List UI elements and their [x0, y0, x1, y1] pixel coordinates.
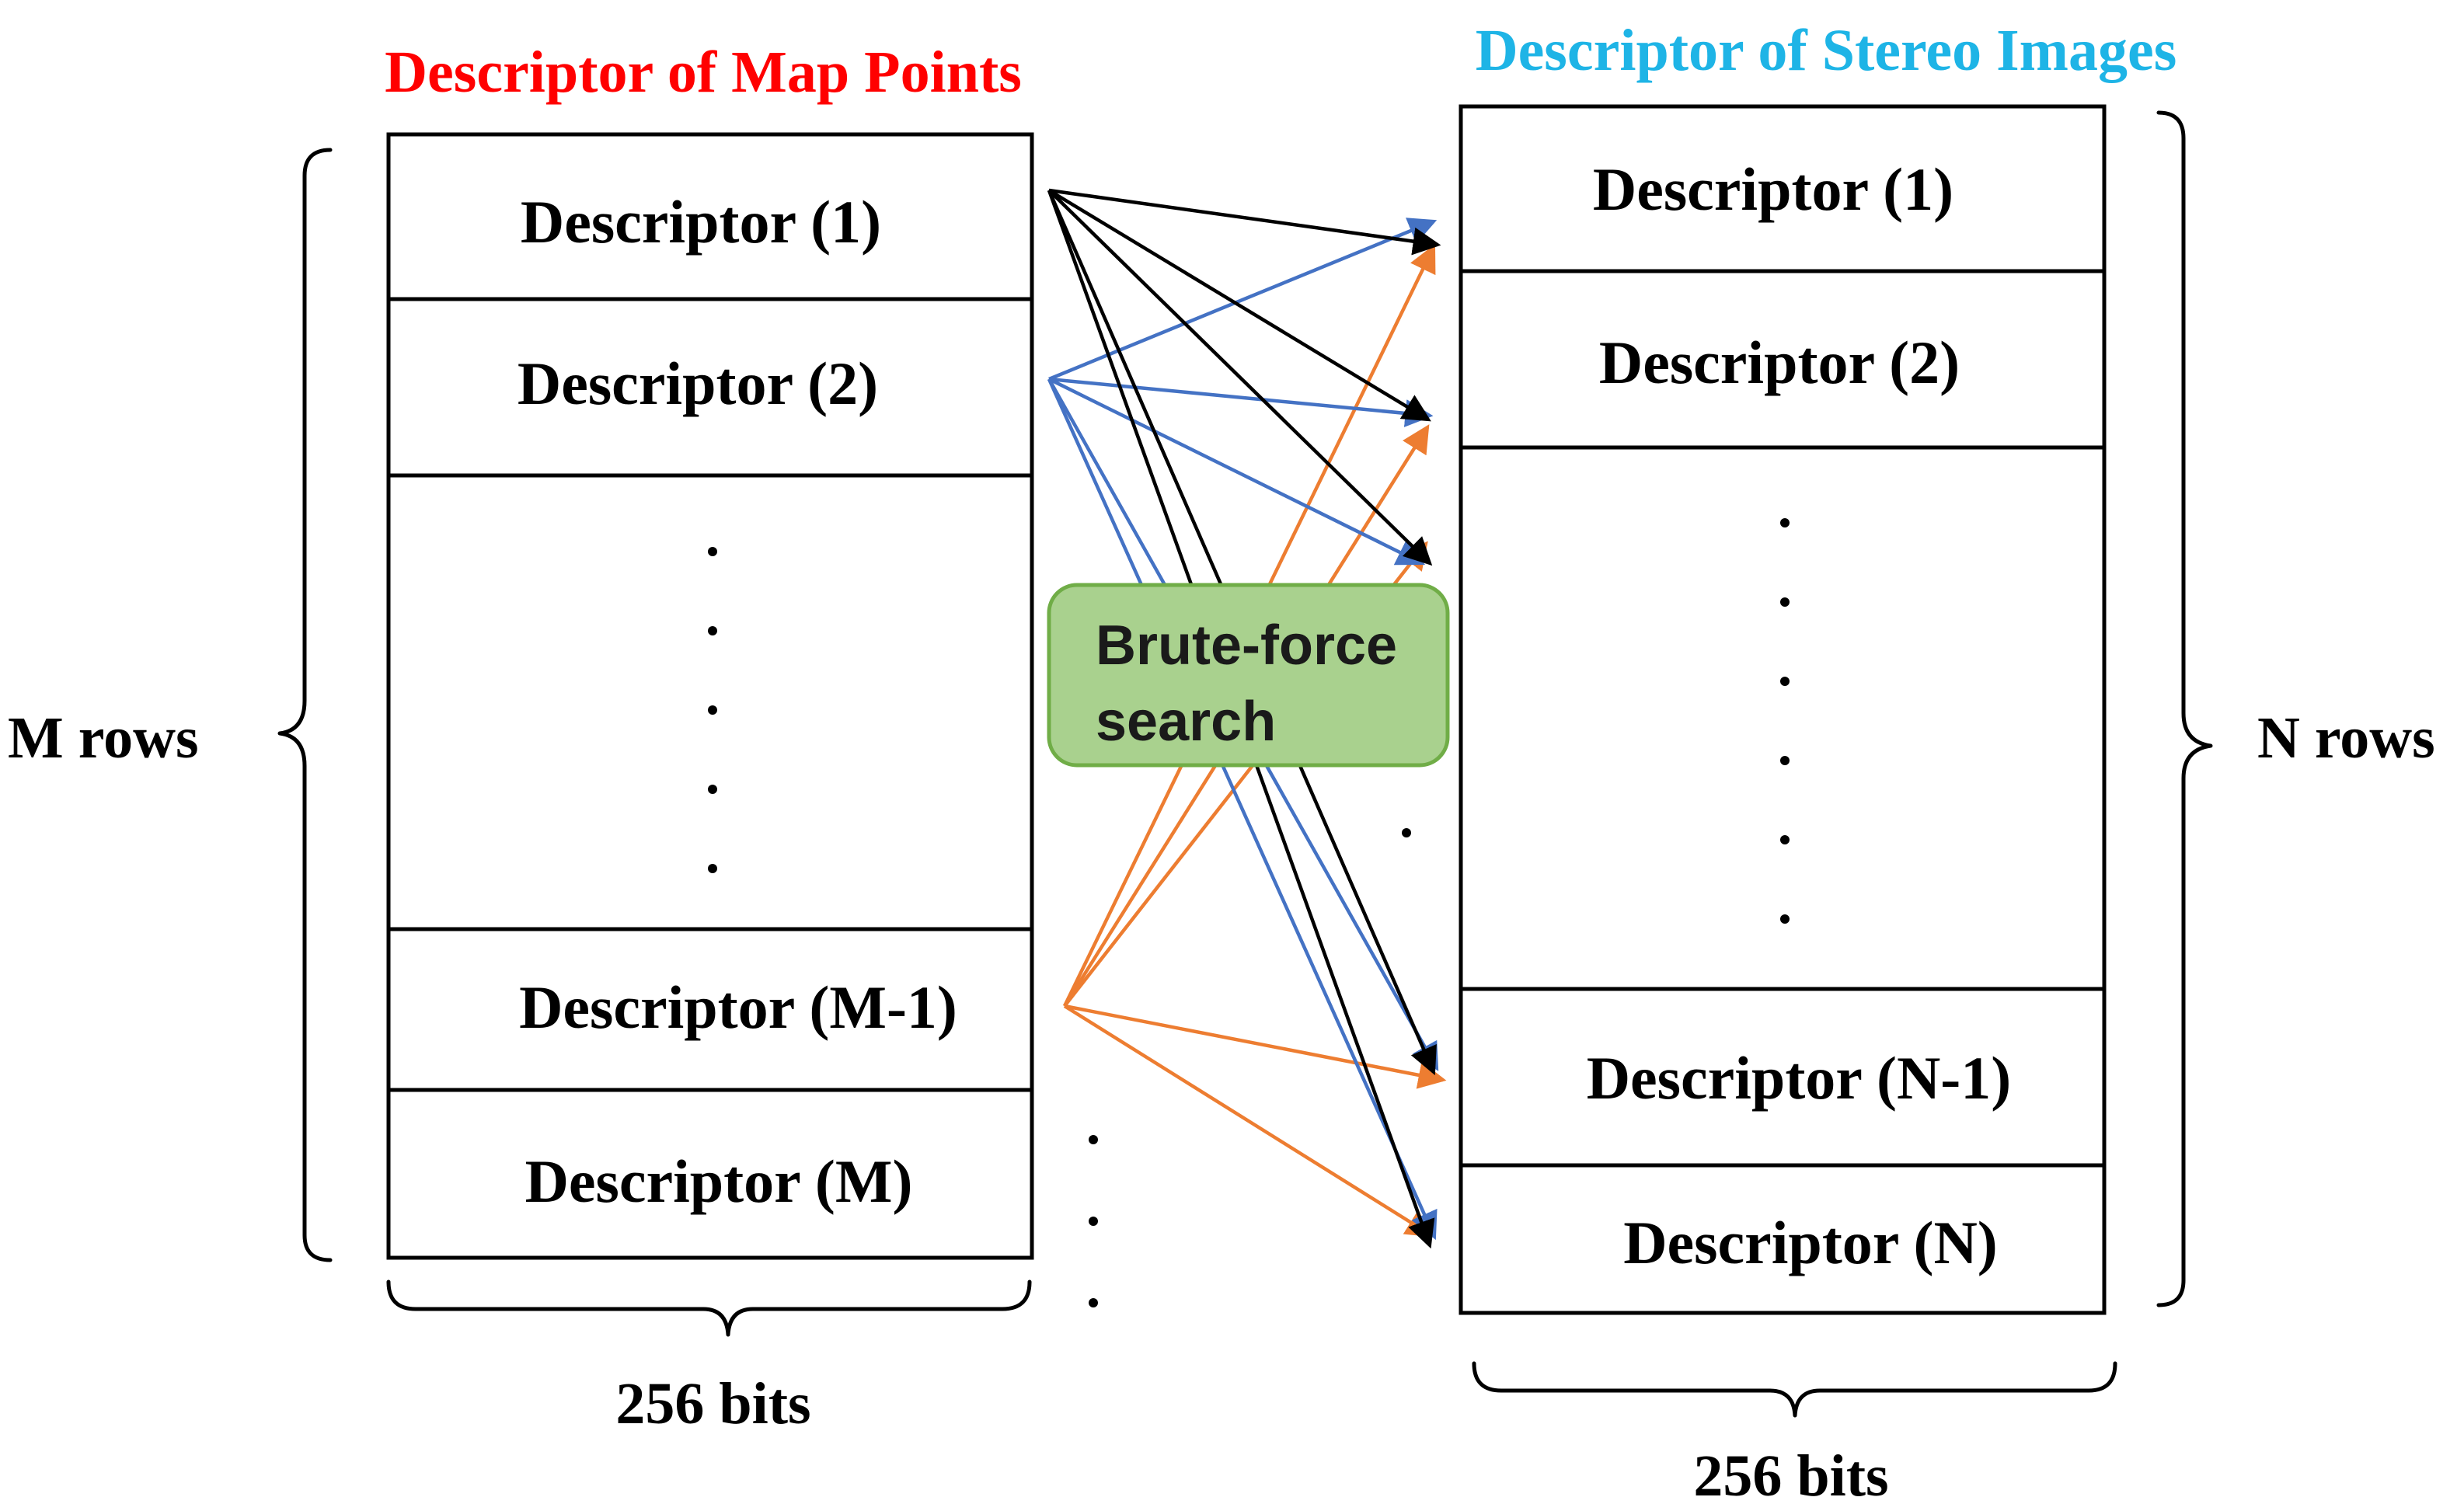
left-vertical-ellipsis	[708, 547, 717, 873]
right-cell-ellipsis	[1459, 445, 2107, 991]
left-cell-m	[386, 1088, 1034, 1260]
brute-force-search-box: Brute-force search	[1047, 583, 1450, 768]
right-cell-n-minus-1	[1459, 987, 2107, 1168]
right-cell-2-label: Descriptor (2)	[1599, 329, 1960, 396]
right-cell-n-minus-1-label: Descriptor (N-1)	[1587, 1044, 2012, 1112]
search-box-line-2: search	[1096, 691, 1276, 753]
arrows-from-descriptor-2	[1047, 218, 1439, 1241]
right-rows-label: N rows	[2257, 705, 2435, 771]
right-table-title: Descriptor of Stereo Images	[1476, 18, 2177, 83]
right-width-brace	[1472, 1361, 2117, 1418]
right-cell-n-label: Descriptor (N)	[1623, 1209, 1998, 1276]
left-cell-m-minus-1	[386, 927, 1034, 1092]
right-rows-brace	[2156, 110, 2213, 1307]
right-cell-n	[1459, 1163, 2107, 1315]
left-cell-ellipsis	[386, 473, 1034, 931]
right-width-label: 256 bits	[1693, 1443, 1888, 1509]
left-descriptor-table: Descriptor (1) Descriptor (2) Descriptor…	[386, 132, 1034, 1260]
right-descriptor-table: Descriptor (1) Descriptor (2) Descriptor…	[1459, 104, 2107, 1315]
left-cell-2	[386, 297, 1034, 478]
right-vertical-ellipsis	[1780, 518, 1790, 924]
left-cell-m-minus-1-label: Descriptor (M-1)	[519, 973, 957, 1041]
middle-ellipsis	[1089, 828, 1411, 1307]
right-cell-1	[1459, 104, 2107, 273]
right-cell-2	[1459, 269, 2107, 450]
left-rows-brace	[277, 148, 333, 1262]
left-table-title: Descriptor of Map Points	[385, 40, 1022, 105]
left-cell-m-label: Descriptor (M)	[525, 1147, 913, 1215]
search-box-line-1: Brute-force	[1096, 614, 1397, 677]
right-cell-1-label: Descriptor (1)	[1593, 155, 1953, 223]
left-rows-label: M rows	[8, 705, 199, 771]
left-cell-1-label: Descriptor (1)	[521, 188, 881, 256]
left-width-label: 256 bits	[615, 1371, 810, 1436]
left-cell-1	[386, 132, 1034, 301]
left-width-brace	[386, 1279, 1032, 1337]
left-cell-2-label: Descriptor (2)	[518, 350, 878, 417]
